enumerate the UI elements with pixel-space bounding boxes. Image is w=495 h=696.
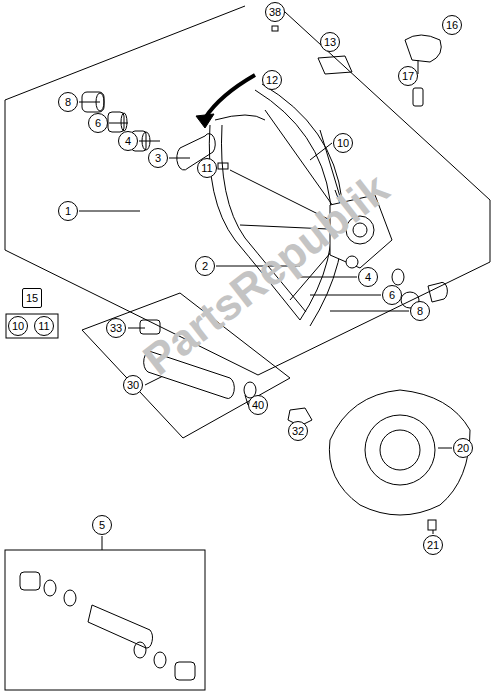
callout-number: 11 (197, 158, 217, 178)
callout-number: 21 (423, 535, 443, 555)
callout-number: 6 (382, 285, 402, 305)
callout-number: 40 (248, 395, 268, 415)
callout-number: 12 (262, 70, 282, 90)
callout-number: 13 (320, 32, 340, 52)
callout-number: 8 (410, 301, 430, 321)
callout-number: 4 (118, 131, 138, 151)
callout-number: 10 (8, 316, 28, 336)
callout-number: 17 (398, 66, 418, 86)
callout-number: 4 (358, 267, 378, 287)
callout-number: 1 (58, 201, 78, 221)
callout-number: 15 (22, 288, 42, 308)
callout-number: 11 (34, 316, 54, 336)
callout-number: 30 (123, 375, 143, 395)
callout-number: 8 (58, 92, 78, 112)
callout-number: 2 (195, 256, 215, 276)
callout-number: 16 (442, 15, 462, 35)
callout-number: 20 (453, 438, 473, 458)
callout-number: 5 (92, 515, 112, 535)
callout-number: 10 (333, 133, 353, 153)
callout-number: 3 (148, 148, 168, 168)
callout-number: 33 (106, 318, 126, 338)
callout-number: 38 (265, 2, 285, 22)
callout-number: 32 (288, 421, 308, 441)
callout-number: 6 (88, 113, 108, 133)
